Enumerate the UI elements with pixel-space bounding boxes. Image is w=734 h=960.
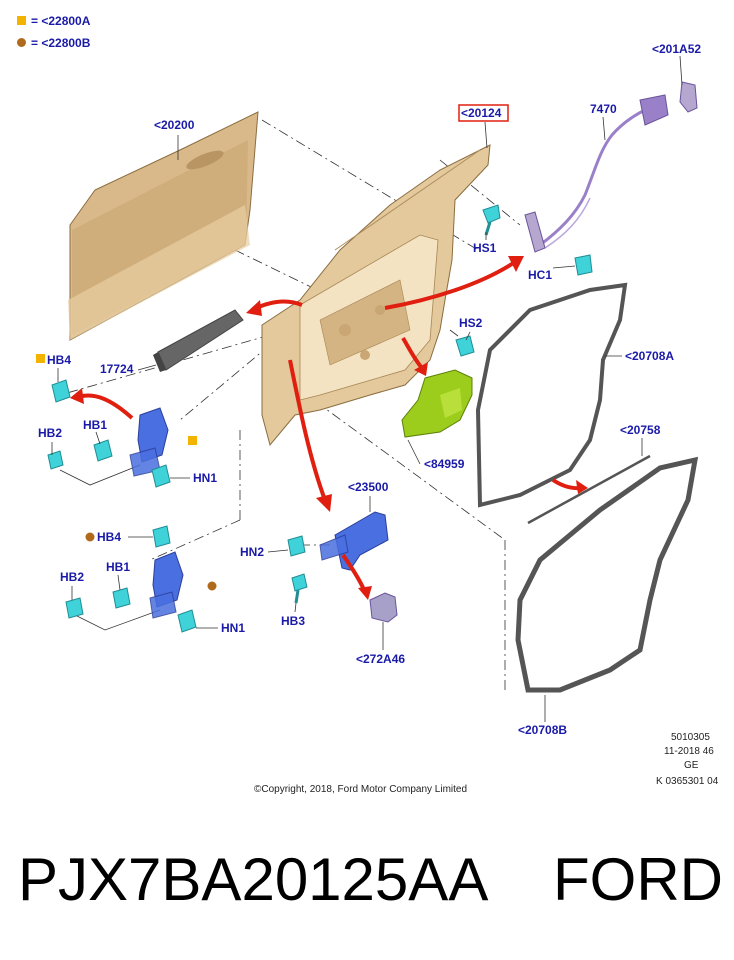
legend-circle-marker [17, 38, 26, 47]
label-upper-hn1: HN1 [193, 471, 217, 485]
lower-hinge-assembly [65, 525, 217, 633]
hn2-nut [287, 535, 306, 557]
direction-arrows [70, 256, 588, 600]
legend-circle-text: = <22800B [31, 36, 91, 50]
door-skin-part [68, 111, 259, 341]
handle-cable-part [524, 81, 698, 253]
hs2-screw [455, 335, 475, 357]
label-door-frame: <20124 [461, 106, 502, 120]
label-upper-hb1: HB1 [83, 418, 107, 432]
reference-line-4: K 0365301 04 [656, 776, 719, 787]
label-hb3: HB3 [281, 614, 305, 628]
label-lower-hn1: HN1 [221, 621, 245, 635]
legend-square-text: = <22800A [31, 14, 91, 28]
upper-hinge-assembly [47, 379, 197, 488]
label-seal-strip: <20758 [620, 423, 661, 437]
label-lower-hb1: HB1 [106, 560, 130, 574]
label-door-skin: <20200 [154, 118, 195, 132]
shield-part [401, 369, 473, 438]
label-lock-rod: <201A52 [652, 42, 701, 56]
label-hn2: HN2 [240, 545, 264, 559]
hb3-bolt [291, 573, 308, 604]
trim-bar-part [153, 309, 244, 372]
lower-hb4-marker [85, 532, 95, 542]
brand-name: FORD [553, 846, 723, 913]
upper-hb4-marker [36, 354, 45, 363]
highlight-box [458, 104, 509, 122]
bracket-part [369, 592, 398, 623]
seal-strip-part [527, 454, 651, 525]
label-bracket: <272A46 [356, 652, 405, 666]
label-hc1: HC1 [528, 268, 552, 282]
label-hs2: HS2 [459, 316, 483, 330]
seal-a-part [475, 282, 628, 508]
legend-square-marker [17, 16, 26, 25]
label-seal-b: <20708B [518, 723, 567, 737]
label-hs1: HS1 [473, 241, 497, 255]
part-number: PJX7BA20125AA [18, 846, 489, 913]
label-trim-bar: 17724 [100, 362, 134, 376]
label-check-arm: <23500 [348, 480, 389, 494]
label-lower-hb2: HB2 [60, 570, 84, 584]
label-leaders [51, 55, 683, 722]
label-lower-hb4: HB4 [97, 530, 121, 544]
label-seal-a: <20708A [625, 349, 674, 363]
copyright-text: ©Copyright, 2018, Ford Motor Company Lim… [254, 784, 467, 795]
label-handle-cable: 7470 [590, 102, 617, 116]
hc1-clip [574, 254, 593, 276]
hs1-screw [482, 204, 501, 236]
door-frame-part [261, 144, 491, 447]
reference-line-3: GE [684, 760, 699, 771]
reference-line-1: 5010305 [671, 732, 710, 743]
seal-b-part [515, 456, 699, 693]
label-upper-hb4: HB4 [47, 353, 71, 367]
label-upper-hb2: HB2 [38, 426, 62, 440]
label-shield: <84959 [424, 457, 465, 471]
check-arm-part [319, 511, 389, 571]
reference-line-2: 11-2018 46 [664, 746, 714, 757]
